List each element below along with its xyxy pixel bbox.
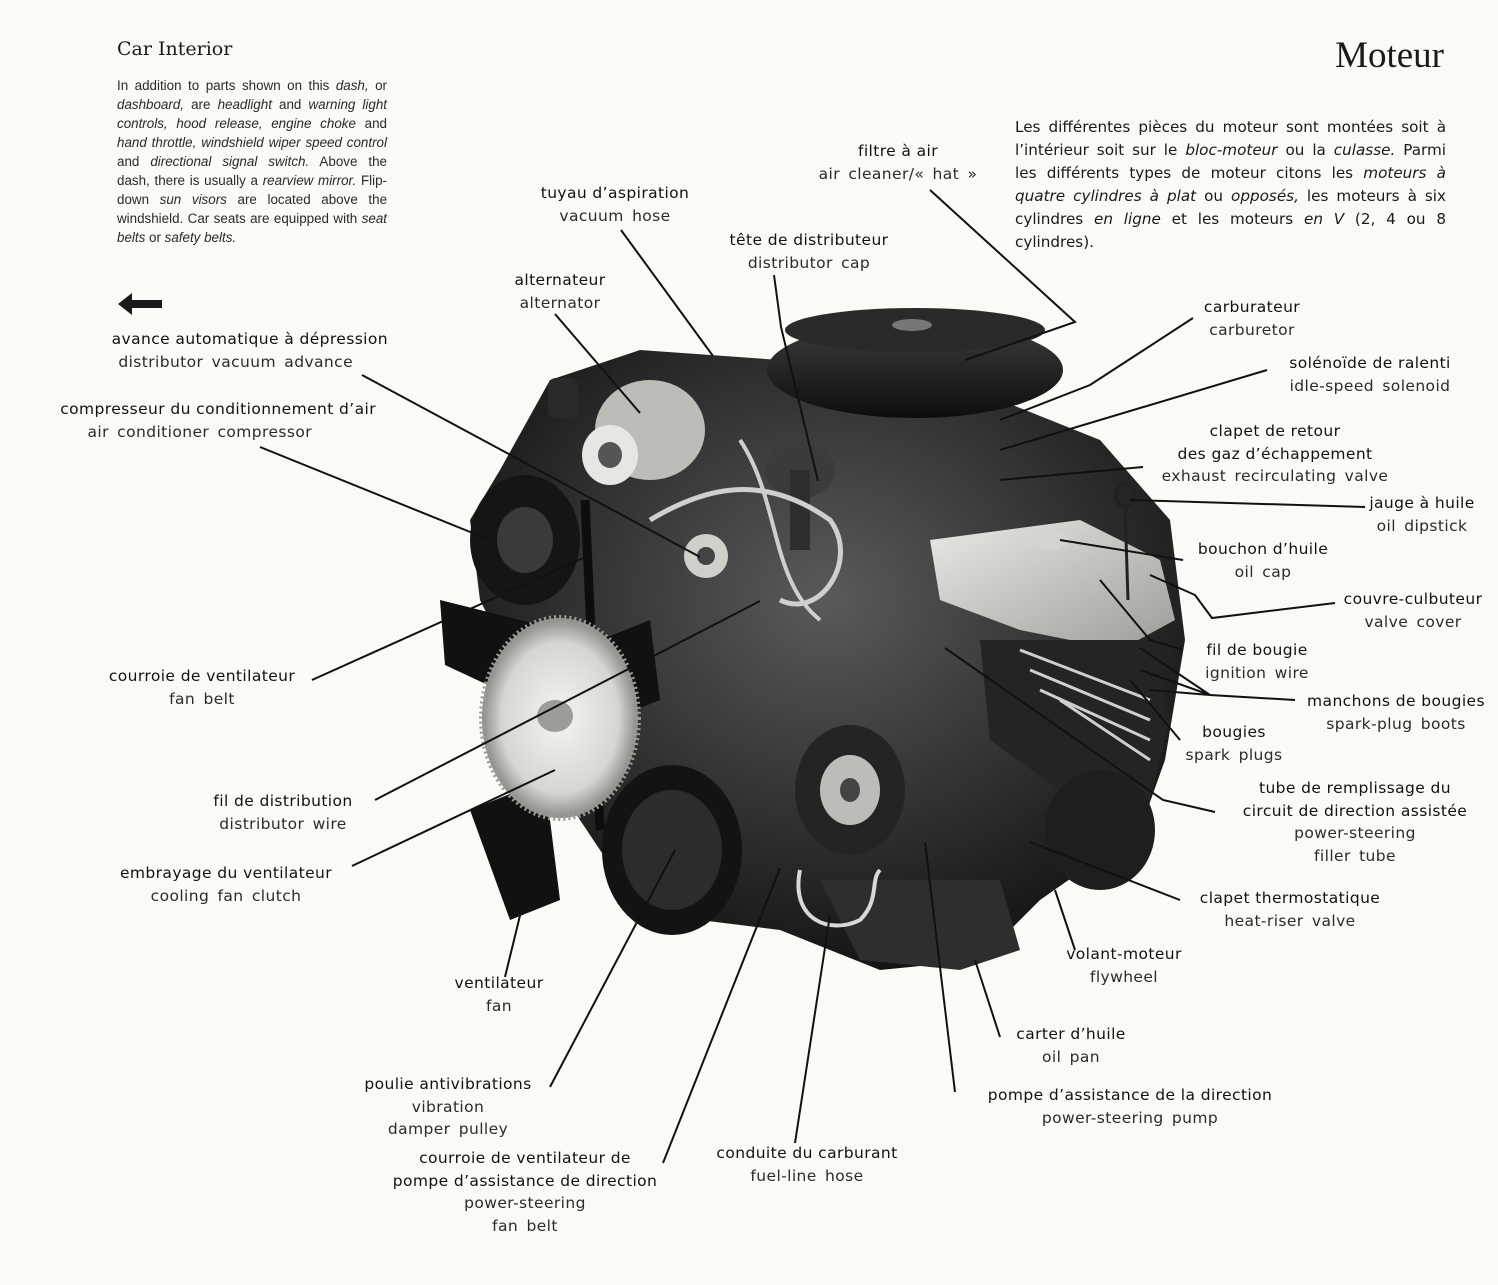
intro-run: et les moteurs [1160,210,1304,228]
intro-run: culasse. [1333,141,1396,159]
sidebar-text-run: are located above the windshield. Car se… [117,192,388,226]
sidebar-text-run: are [184,97,218,112]
sidebar-text-run: and [271,97,309,112]
sidebar-text: In addition to parts shown on this dash,… [117,76,387,247]
intro-run: bloc-moteur [1185,141,1278,159]
sidebar-text-run: directional signal switch. [150,154,310,169]
left-arrow-icon[interactable] [118,292,164,316]
sidebar-text-run: engine choke [271,116,356,131]
sidebar-text-run: windshield wiper speed control [201,135,387,150]
sidebar-text-run: safety belts. [164,230,237,245]
intro-run: opposés, [1231,187,1299,205]
page-title: Moteur [1335,35,1444,76]
sidebar-text-run: hood release, [176,116,263,131]
intro-run: ou [1196,187,1232,205]
intro-run: en ligne [1094,210,1161,228]
sidebar-text-run: Above the dash, there is usually a [117,154,387,188]
sidebar-text-run: In addition to parts shown on this [117,78,336,93]
sidebar-text-run: dash, [335,78,369,93]
sidebar-text-run: rearview mirror. [262,173,357,188]
sidebar-text-run: hand throttle, [117,135,197,150]
sidebar-text-run: headlight [217,97,272,112]
intro-run: en V [1303,210,1345,228]
sidebar-text-run: sun visors [159,192,227,207]
sidebar-text-run: and [355,116,387,131]
sidebar-text-run: dashboard, [117,97,185,112]
intro-run: Les différentes pièces du moteur sont mo… [1015,118,1446,159]
sidebar-title: Car Interior [117,38,233,60]
sidebar-text-run: seat belts [117,211,387,245]
sidebar-text-run: Flip-down [117,173,387,207]
sidebar-text-run: or [368,78,387,93]
intro-run: ou la [1277,141,1334,159]
sidebar-text-run: and [117,154,151,169]
intro-run: Parmi les différents types de moteur cit… [1015,141,1446,182]
sidebar-text-run: or [145,230,165,245]
sidebar-text-run: warning light controls, [117,97,388,131]
